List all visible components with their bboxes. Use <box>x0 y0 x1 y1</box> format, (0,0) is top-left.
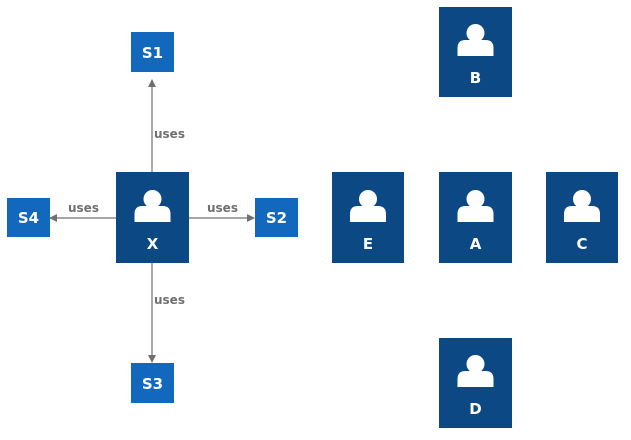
system-s2-box <box>255 198 298 237</box>
system-s1-label: S1 <box>142 44 163 62</box>
person-d-label: D <box>469 400 481 418</box>
person-x-label: X <box>147 235 159 253</box>
system-s2-label: S2 <box>266 209 287 227</box>
person-c[interactable]: C <box>546 172 618 263</box>
system-s3-box <box>131 363 174 403</box>
person-d[interactable]: D <box>439 338 512 428</box>
person-e[interactable]: E <box>332 172 404 263</box>
edge-x-s1-label: uses <box>154 127 185 141</box>
edge-x-s3: uses <box>148 263 185 363</box>
edge-x-s1: uses <box>148 79 185 172</box>
edge-x-s4-label: uses <box>68 201 99 215</box>
person-e-label: E <box>363 235 373 253</box>
system-s3-label: S3 <box>142 375 163 393</box>
system-s3[interactable]: S3 <box>131 363 174 403</box>
person-a-label: A <box>470 235 482 253</box>
person-b-label: B <box>470 69 481 87</box>
edge-x-s4: uses <box>49 201 116 222</box>
system-s1-box <box>131 32 174 72</box>
person-c-label: C <box>576 235 587 253</box>
system-s4-label: S4 <box>18 209 39 227</box>
person-x[interactable]: X <box>116 172 189 263</box>
system-s4-box <box>7 198 50 237</box>
edge-x-s2: uses <box>189 201 255 222</box>
person-b[interactable]: B <box>439 7 512 97</box>
edge-x-s2-label: uses <box>207 201 238 215</box>
system-s1[interactable]: S1 <box>131 32 174 72</box>
edge-x-s3-label: uses <box>154 293 185 307</box>
system-s4[interactable]: S4 <box>7 198 50 237</box>
person-a[interactable]: A <box>439 172 512 263</box>
system-s2[interactable]: S2 <box>255 198 298 237</box>
